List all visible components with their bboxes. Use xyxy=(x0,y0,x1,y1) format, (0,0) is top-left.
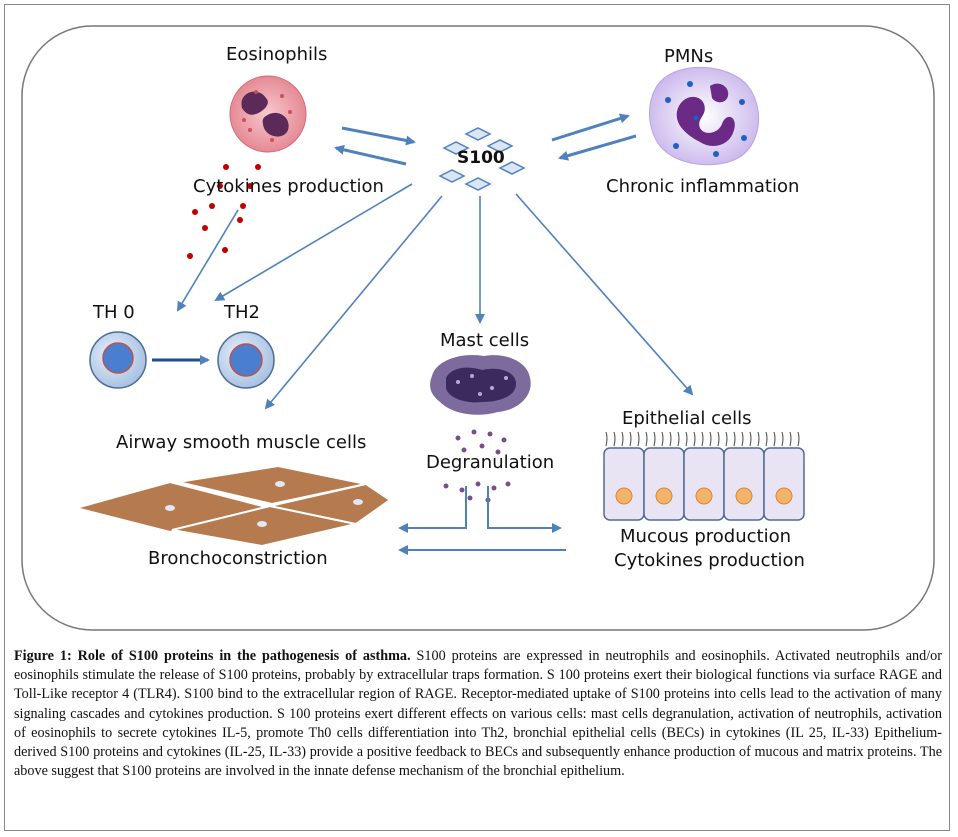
arrows-s100-targets xyxy=(176,183,694,410)
label-mucous-production: Mucous production xyxy=(620,526,792,547)
degranulation-dots xyxy=(443,429,511,503)
label-eosinophils: Eosinophils xyxy=(226,44,328,65)
label-cytokines-production-bottom: Cytokines production xyxy=(614,550,805,571)
label-pmns: PMNs xyxy=(664,46,714,67)
label-cytokines-production-top: Cytokines production xyxy=(193,176,384,197)
arrows-s100-pmns xyxy=(551,113,637,161)
degranulation-split-arrows xyxy=(398,486,562,533)
label-s100: S100 xyxy=(457,148,505,168)
diagram-panel xyxy=(21,25,935,631)
label-chronic-inflammation: Chronic inflammation xyxy=(606,176,800,197)
arrows-eosinophils-s100 xyxy=(334,126,416,166)
epithelial-cells-icon xyxy=(603,431,805,521)
cytokine-dots xyxy=(187,164,261,259)
pmn-cell-icon xyxy=(649,66,760,166)
figure-frame xyxy=(4,4,950,831)
diagram-canvas xyxy=(21,25,935,631)
figure-caption: Figure 1: Role of S100 proteins in the p… xyxy=(14,647,942,781)
label-airway-smooth-muscle: Airway smooth muscle cells xyxy=(116,432,367,453)
label-degranulation: Degranulation xyxy=(426,452,555,473)
label-th0: TH 0 xyxy=(93,302,135,323)
eosinophil-cell-icon xyxy=(229,75,307,153)
label-epithelial-cells: Epithelial cells xyxy=(622,408,752,429)
smooth-muscle-nuclei xyxy=(165,481,363,527)
cilia xyxy=(605,431,800,447)
caption-title: Figure 1: Role of S100 proteins in the p… xyxy=(14,648,411,664)
mast-cell-icon xyxy=(430,354,531,415)
label-th2: TH2 xyxy=(224,302,260,323)
label-mast-cells: Mast cells xyxy=(440,330,530,351)
th2-cell-icon xyxy=(217,331,275,389)
label-bronchoconstriction: Bronchoconstriction xyxy=(148,548,328,569)
s100-diamonds-icon xyxy=(438,127,526,191)
th0-cell-icon xyxy=(89,331,147,389)
caption-body: S100 proteins are expressed in neutrophi… xyxy=(14,648,942,780)
